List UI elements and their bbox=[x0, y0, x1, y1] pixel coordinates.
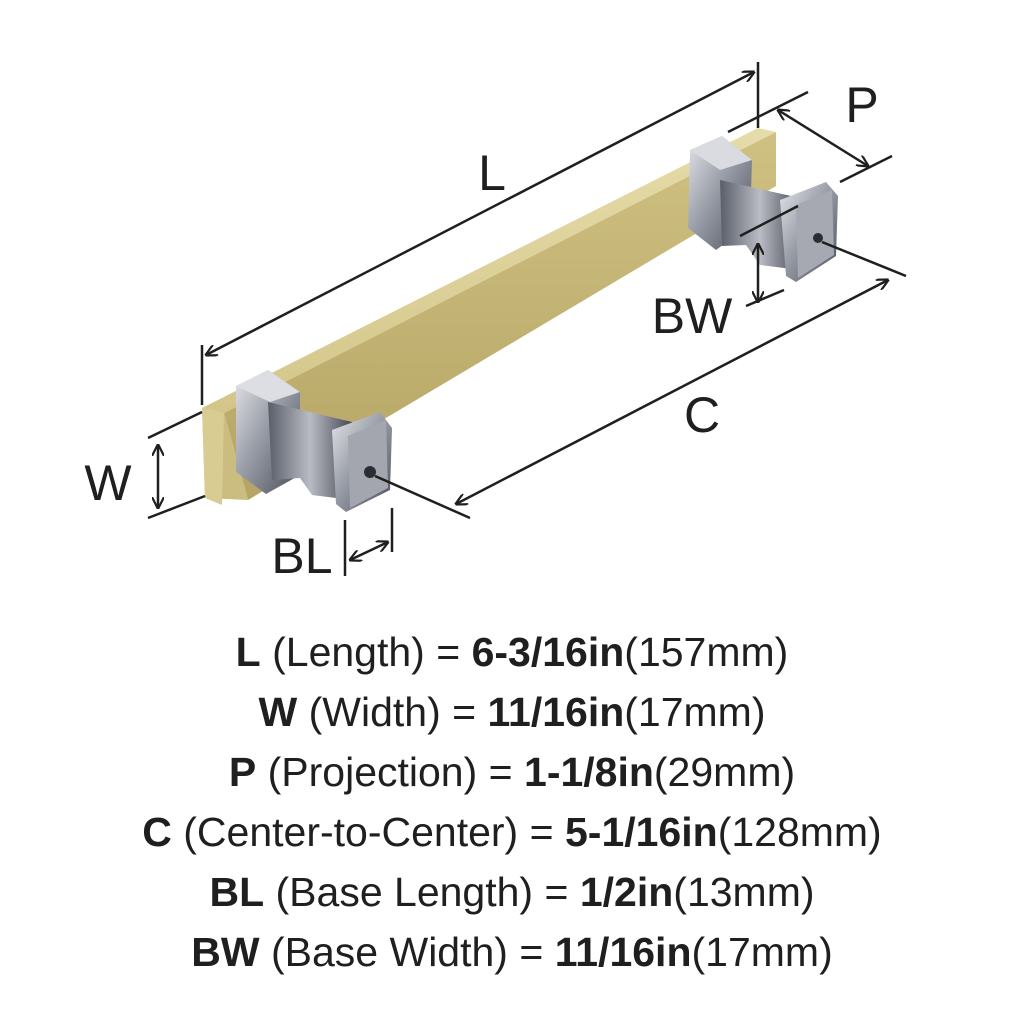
bar-end-face-left bbox=[202, 408, 224, 505]
c-dimension-arrow bbox=[456, 280, 888, 504]
spec-row-base-length: BL (Base Length) = 1/2in(13mm) bbox=[0, 862, 1024, 922]
spec-equals: = bbox=[452, 689, 477, 735]
spec-value-inches: 11/16in bbox=[554, 929, 692, 975]
bl-dimension-arrow bbox=[350, 542, 388, 560]
label-c: C bbox=[684, 387, 720, 443]
spec-row-center-to-center: C (Center-to-Center) = 5-1/16in(128mm) bbox=[0, 802, 1024, 862]
spec-name: (Projection) bbox=[267, 749, 478, 795]
spec-value-inches: 11/16in bbox=[487, 689, 625, 735]
label-l: L bbox=[478, 145, 506, 201]
spec-equals: = bbox=[519, 929, 544, 975]
p-extension-bottom bbox=[839, 154, 893, 184]
spec-name: (Center-to-Center) bbox=[183, 809, 519, 855]
spec-equals: = bbox=[529, 809, 554, 855]
left-post-clamp-top bbox=[236, 370, 300, 402]
spec-value-inches: 1-1/8in bbox=[524, 749, 654, 795]
spec-equals: = bbox=[544, 869, 569, 915]
spec-value-mm: (17mm) bbox=[691, 929, 833, 975]
label-bl: BL bbox=[271, 528, 332, 584]
left-post bbox=[236, 370, 392, 512]
spec-code: W bbox=[258, 689, 298, 735]
label-p: P bbox=[845, 77, 878, 133]
spec-row-base-width: BW (Base Width) = 11/16in(17mm) bbox=[0, 922, 1024, 982]
left-screw-hole bbox=[364, 466, 376, 478]
spec-value-inches: 5-1/16in bbox=[564, 809, 718, 855]
left-post-stem bbox=[268, 402, 352, 500]
spec-value-mm: (128mm) bbox=[717, 809, 882, 855]
w-extension-bottom bbox=[147, 494, 206, 520]
bw-extension-top bbox=[739, 204, 799, 238]
spec-row-width: W (Width) = 11/16in(17mm) bbox=[0, 682, 1024, 742]
spec-row-projection: P (Projection) = 1-1/8in(29mm) bbox=[0, 742, 1024, 802]
label-bw: BW bbox=[652, 288, 733, 344]
spec-code: BW bbox=[191, 929, 260, 975]
p-dimension-arrow bbox=[778, 110, 868, 166]
spec-value-mm: (157mm) bbox=[624, 629, 789, 675]
spec-name: (Base Length) bbox=[275, 869, 534, 915]
spec-equals: = bbox=[436, 629, 461, 675]
spec-value-mm: (17mm) bbox=[624, 689, 766, 735]
spec-value-mm: (29mm) bbox=[653, 749, 796, 795]
p-extension-top bbox=[727, 90, 809, 134]
spec-name: (Length) bbox=[272, 629, 425, 675]
spec-code: BL bbox=[209, 869, 265, 915]
spec-row-length: L (Length) = 6-3/16in(157mm) bbox=[0, 622, 1024, 682]
left-post-base-face bbox=[348, 420, 388, 508]
right-screw-hole bbox=[813, 233, 823, 243]
c-extension-left bbox=[374, 474, 471, 520]
dimension-lines bbox=[147, 62, 907, 576]
spec-value-inches: 6-3/16in bbox=[471, 629, 625, 675]
bw-extension-bottom bbox=[745, 288, 785, 308]
label-w: W bbox=[84, 455, 132, 511]
w-extension-top bbox=[147, 410, 203, 440]
spec-name: (Base Width) bbox=[271, 929, 508, 975]
spec-equals: = bbox=[488, 749, 513, 795]
l-dimension-arrow bbox=[206, 72, 754, 355]
spec-code: C bbox=[142, 809, 172, 855]
spec-code: P bbox=[228, 749, 257, 795]
pull-dimension-diagram: L P BW C W BL bbox=[84, 62, 907, 584]
spec-value-inches: 1/2in bbox=[579, 869, 674, 915]
spec-name: (Width) bbox=[308, 689, 441, 735]
dimension-spec-list: L (Length) = 6-3/16in(157mm) W (Width) =… bbox=[0, 622, 1024, 982]
spec-value-mm: (13mm) bbox=[673, 869, 815, 915]
c-extension-right bbox=[821, 240, 907, 278]
spec-code: L bbox=[235, 629, 261, 675]
